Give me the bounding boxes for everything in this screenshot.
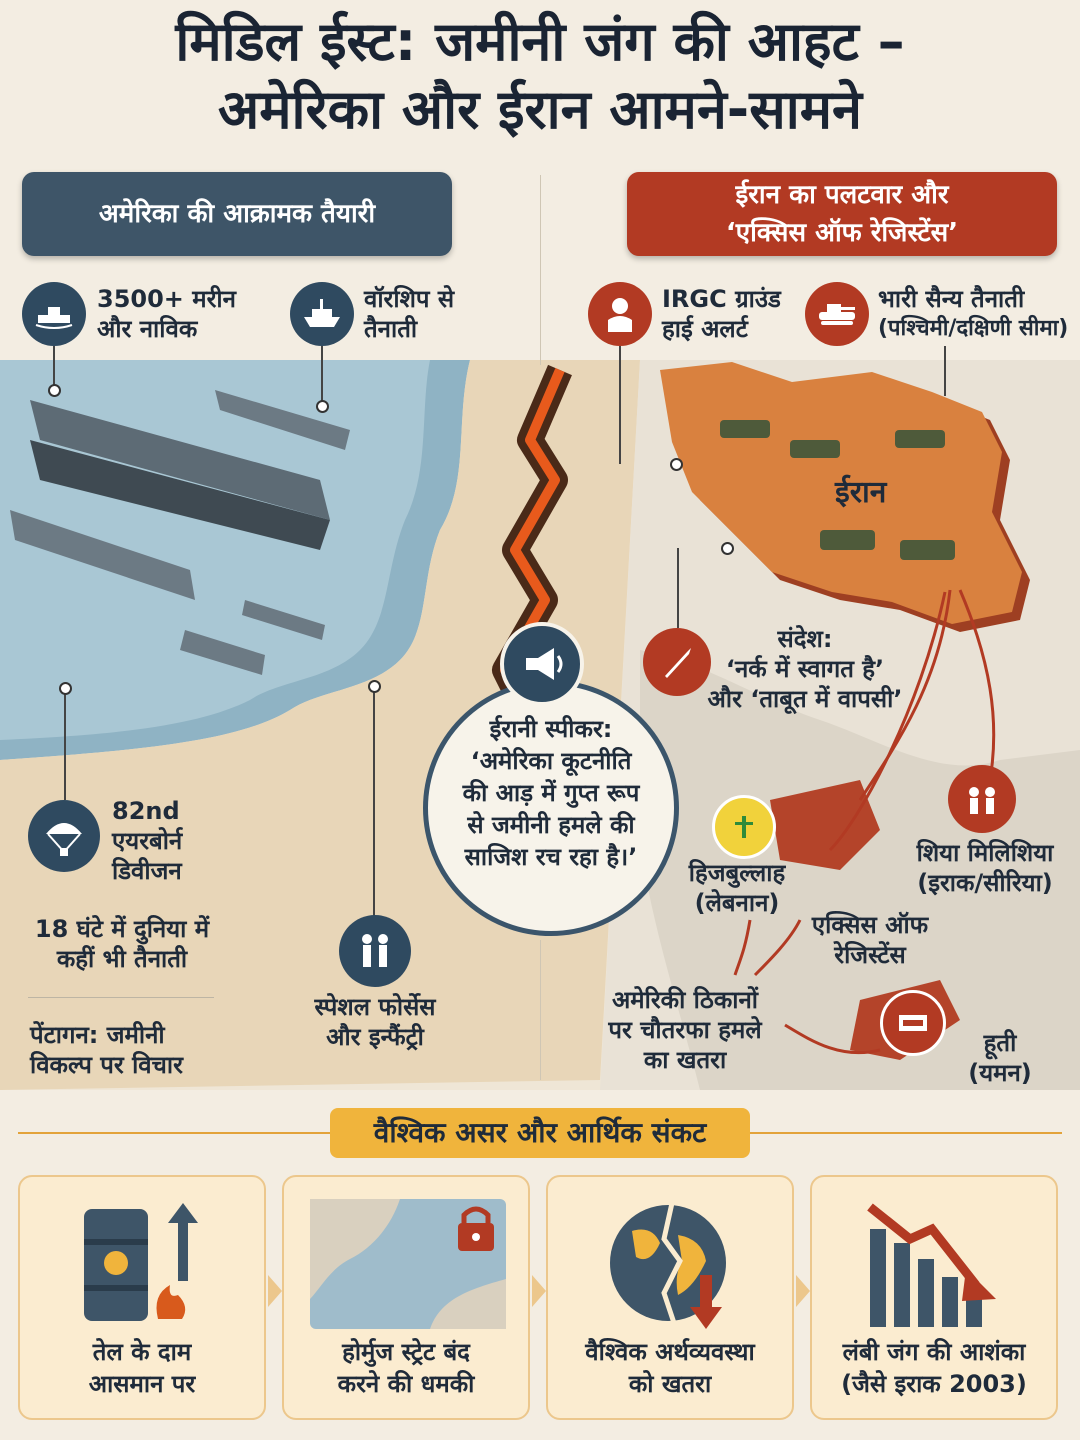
card-economy: वैश्विक अर्थव्यवस्थाको खतरा — [546, 1175, 794, 1420]
hezbollah-label: हिजबुल्लाह(लेबनान) — [688, 859, 786, 917]
militia-icon — [948, 765, 1016, 833]
heavy-deployment-label: भारी सैन्य तैनाती(पश्चिमी/दक्षिणी सीमा) — [878, 285, 1069, 341]
page-title: मिडिल ईस्ट: जमीनी जंग की आहट – अमेरिका औ… — [175, 10, 905, 141]
iran-section-heading: ईरान का पलटवार और ‘एक्सिस ऑफ रेजिस्टेंस’ — [627, 172, 1057, 256]
houthi-label: हूती(यमन) — [968, 1029, 1032, 1087]
shia-militia-label: शिया मिलिशिया(इराक/सीरिया) — [916, 839, 1054, 897]
broken-globe-icon — [610, 1202, 726, 1329]
tank-icon — [805, 282, 869, 346]
warship-icon — [290, 282, 354, 346]
deploy-time-label: 18 घंटे में दुनिया मेंकहीं भी तैनाती — [34, 915, 210, 973]
us-bases-threat-label: अमेरिकी ठिकानोंपर चौतरफा हमलेका खतरा — [608, 986, 762, 1074]
us-section-heading: अमेरिका की आक्रामक तैयारी — [22, 172, 452, 256]
lock-map-icon — [310, 1199, 506, 1329]
ship-icon — [22, 282, 86, 346]
global-impact-banner: वैश्विक असर और आर्थिक संकट — [330, 1108, 750, 1158]
card-long-war: लंबी जंग की आशंका(जैसे इराक 2003) — [810, 1175, 1058, 1420]
soldier-icon — [588, 282, 652, 346]
houthi-emblem-icon — [880, 990, 946, 1056]
falling-chart-icon — [867, 1203, 996, 1327]
iran-map-label: ईरान — [835, 475, 887, 510]
missile-icon — [643, 628, 711, 696]
card-long-war-text: लंबी जंग की आशंका(जैसे इराक 2003) — [841, 1338, 1027, 1398]
warships-label: वॉरशिप सेतैनाती — [364, 285, 455, 343]
speaker-quote-text: ईरानी स्पीकर: ‘अमेरिका कूटनीति की आड़ मे… — [462, 715, 640, 871]
map-illustration — [0, 360, 1080, 1090]
speaker-quote-circle: ईरानी स्पीकर: ‘अमेरिका कूटनीति की आड़ मे… — [423, 680, 679, 936]
hezbollah-flag-icon — [712, 795, 776, 859]
section-divider — [540, 175, 541, 365]
card-economy-text: वैश्विक अर्थव्यवस्थाको खतरा — [585, 1338, 755, 1398]
megaphone-icon — [500, 622, 584, 706]
pentagon-label: पेंटागन: जमीनीविकल्प पर विचार — [30, 1021, 183, 1079]
oil-barrel-icon — [84, 1203, 198, 1321]
iran-message: संदेश: ‘नर्क में स्वागत है’ और ‘ताबूत मे… — [707, 625, 903, 713]
parachute-icon — [28, 800, 100, 872]
soldiers-icon — [339, 915, 411, 987]
section-divider-lower — [540, 940, 541, 1080]
